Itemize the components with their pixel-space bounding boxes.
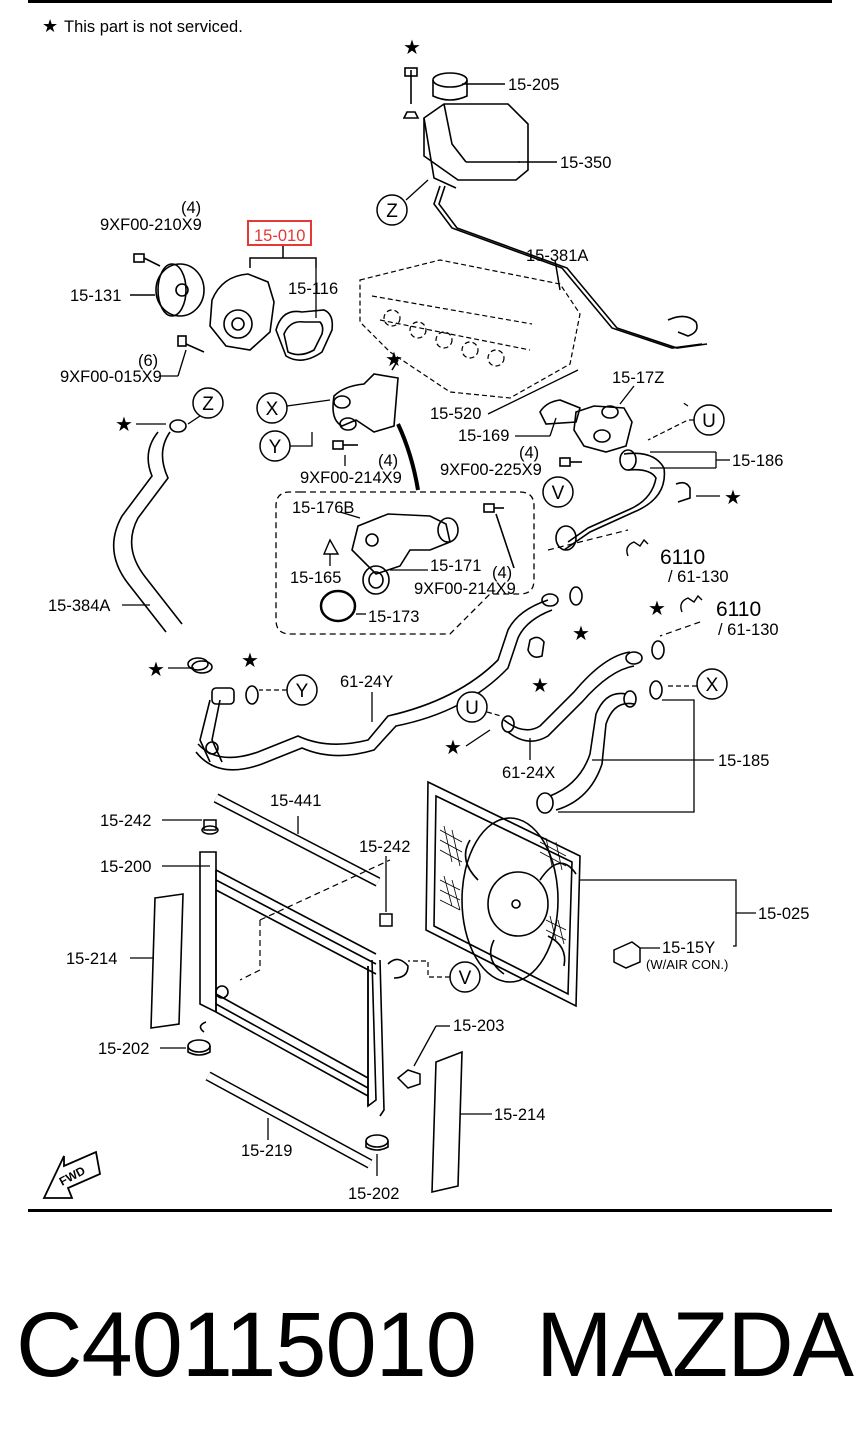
ref-6110-b-icon <box>680 594 703 613</box>
qty-4-225x9: (4) <box>519 444 539 462</box>
qty-6-015x9: (6) <box>138 352 158 370</box>
coolant-housing-drawing <box>539 399 633 453</box>
qty-4-214x9-b: (4) <box>492 564 512 582</box>
label-15-520: 15-520 <box>430 405 481 423</box>
label-15-171: 15-171 <box>430 557 481 575</box>
star-y-clamp: ★ <box>241 650 259 672</box>
qty-4-214x9-a: (4) <box>378 452 398 470</box>
label-9XF00-225X9: 9XF00-225X9 <box>440 461 542 479</box>
air-guide-left <box>150 893 184 1029</box>
callout-u-lower: U <box>465 698 479 719</box>
hose-15-185-drawing <box>536 680 663 814</box>
star-reservoir-bolt: ★ <box>403 37 421 59</box>
legend-note: This part is not serviced. <box>64 18 243 36</box>
fan-shroud-mesh <box>439 825 567 945</box>
label-15-202-a: 15-202 <box>98 1040 149 1058</box>
label-15-205: 15-205 <box>508 76 559 94</box>
label-15-214-a: 15-214 <box>66 950 117 968</box>
fwd-arrow-icon <box>42 1150 102 1199</box>
label-15-131: 15-131 <box>70 287 121 305</box>
label-15-165: 15-165 <box>290 569 341 587</box>
fan-shroud-drawing <box>425 780 581 1008</box>
callout-z-hose: Z <box>202 394 214 415</box>
bottom-rule <box>28 1209 832 1212</box>
thermostat-housing-drawing <box>351 513 459 575</box>
callout-v-lower: V <box>459 968 472 989</box>
part-number: C40115010 <box>16 1294 477 1396</box>
thermostat-drawing <box>362 565 390 595</box>
radiator-drawing <box>199 851 409 1117</box>
label-15-242-a: 15-242 <box>100 812 151 830</box>
pulley-drawing <box>155 263 205 317</box>
ref-61-130-b: / 61-130 <box>718 621 779 639</box>
ref-6110-b: 6110 <box>716 598 761 621</box>
star-15-186-clamp: ★ <box>724 487 742 509</box>
hose-61-24X-drawing <box>501 651 643 742</box>
label-15-116: 15-116 <box>288 280 338 298</box>
label-15-384A: 15-384A <box>48 597 110 615</box>
label-w-air-con: (W/AIR CON.) <box>646 957 728 972</box>
qty-4-210x9: (4) <box>181 199 201 217</box>
label-15-176B: 15-176B <box>292 499 354 517</box>
hose-61-24Y-drawing <box>195 593 559 771</box>
ref-61-130-a: / 61-130 <box>668 568 729 586</box>
star-61-24X-clamp: ★ <box>444 737 462 759</box>
ref-6110-a: 6110 <box>660 546 705 569</box>
brand-name: MAZDA <box>536 1294 854 1396</box>
label-15-202-b: 15-202 <box>348 1185 399 1203</box>
star-clamp-c: ★ <box>648 598 666 620</box>
water-pump-drawing <box>209 273 334 361</box>
label-9XF00-214X9-b: 9XF00-214X9 <box>414 580 516 598</box>
callout-x-lower: X <box>706 675 719 696</box>
engine-block-drawing <box>359 259 581 399</box>
label-15-15Y: 15-15Y <box>662 939 715 957</box>
air-guide-right <box>431 1050 463 1194</box>
star-lower-left-clamp: ★ <box>147 659 165 681</box>
callout-x-upper: X <box>266 399 279 420</box>
highlight-box-15-010 <box>247 220 312 246</box>
label-15-169: 15-169 <box>458 427 509 445</box>
label-9XF00-015X9: 9XF00-015X9 <box>60 368 162 386</box>
label-15-025: 15-025 <box>758 905 809 923</box>
part-number-footer: C40115010 MAZDA <box>0 1290 864 1400</box>
label-61-24X: 61-24X <box>502 764 555 782</box>
label-15-441: 15-441 <box>270 792 321 810</box>
hose-15-186-drawing <box>555 449 691 551</box>
star-upper-clamp: ★ <box>115 414 133 436</box>
callout-z-reservoir: Z <box>386 201 398 222</box>
top-rule <box>28 0 832 3</box>
label-15-17Z: 15-17Z <box>612 369 664 387</box>
fwd-label: FWD <box>57 1163 88 1188</box>
label-15-203: 15-203 <box>453 1017 504 1035</box>
callout-v-upper: V <box>552 483 565 504</box>
outlet-housing-drawing <box>332 359 399 433</box>
cooling-system-diagram: ★ This part is not serviced. ★ 15-205 15… <box>42 16 809 1203</box>
label-61-24Y: 61-24Y <box>340 673 393 691</box>
clamps-drawing <box>191 586 665 705</box>
callout-y-lower: Y <box>296 681 309 702</box>
hose-15-384A-drawing <box>112 419 209 671</box>
star-housing: ★ <box>385 349 403 371</box>
callout-u-upper: U <box>702 411 716 432</box>
label-15-200: 15-200 <box>100 858 151 876</box>
label-15-381A: 15-381A <box>526 247 588 265</box>
label-9XF00-214X9-a: 9XF00-214X9 <box>300 469 402 487</box>
label-15-185: 15-185 <box>718 752 769 770</box>
label-15-010: 15-010 <box>254 227 305 245</box>
callout-y-upper: Y <box>269 437 282 458</box>
label-15-242-b: 15-242 <box>359 838 410 856</box>
ref-6110-a-icon <box>626 538 649 557</box>
label-15-214-b: 15-214 <box>494 1106 545 1124</box>
coolant-reservoir-drawing <box>402 67 708 349</box>
label-9XF00-210X9: 9XF00-210X9 <box>100 216 202 234</box>
label-15-219: 15-219 <box>241 1142 292 1160</box>
star-clamp-b: ★ <box>531 675 549 697</box>
label-15-186: 15-186 <box>732 452 783 470</box>
thermostat-detail-box <box>275 491 535 635</box>
gasket-15-173 <box>319 589 357 623</box>
star-clamp-a: ★ <box>572 623 590 645</box>
label-15-173: 15-173 <box>368 608 419 626</box>
legend-star-icon: ★ <box>42 16 58 36</box>
label-15-350: 15-350 <box>560 154 611 172</box>
